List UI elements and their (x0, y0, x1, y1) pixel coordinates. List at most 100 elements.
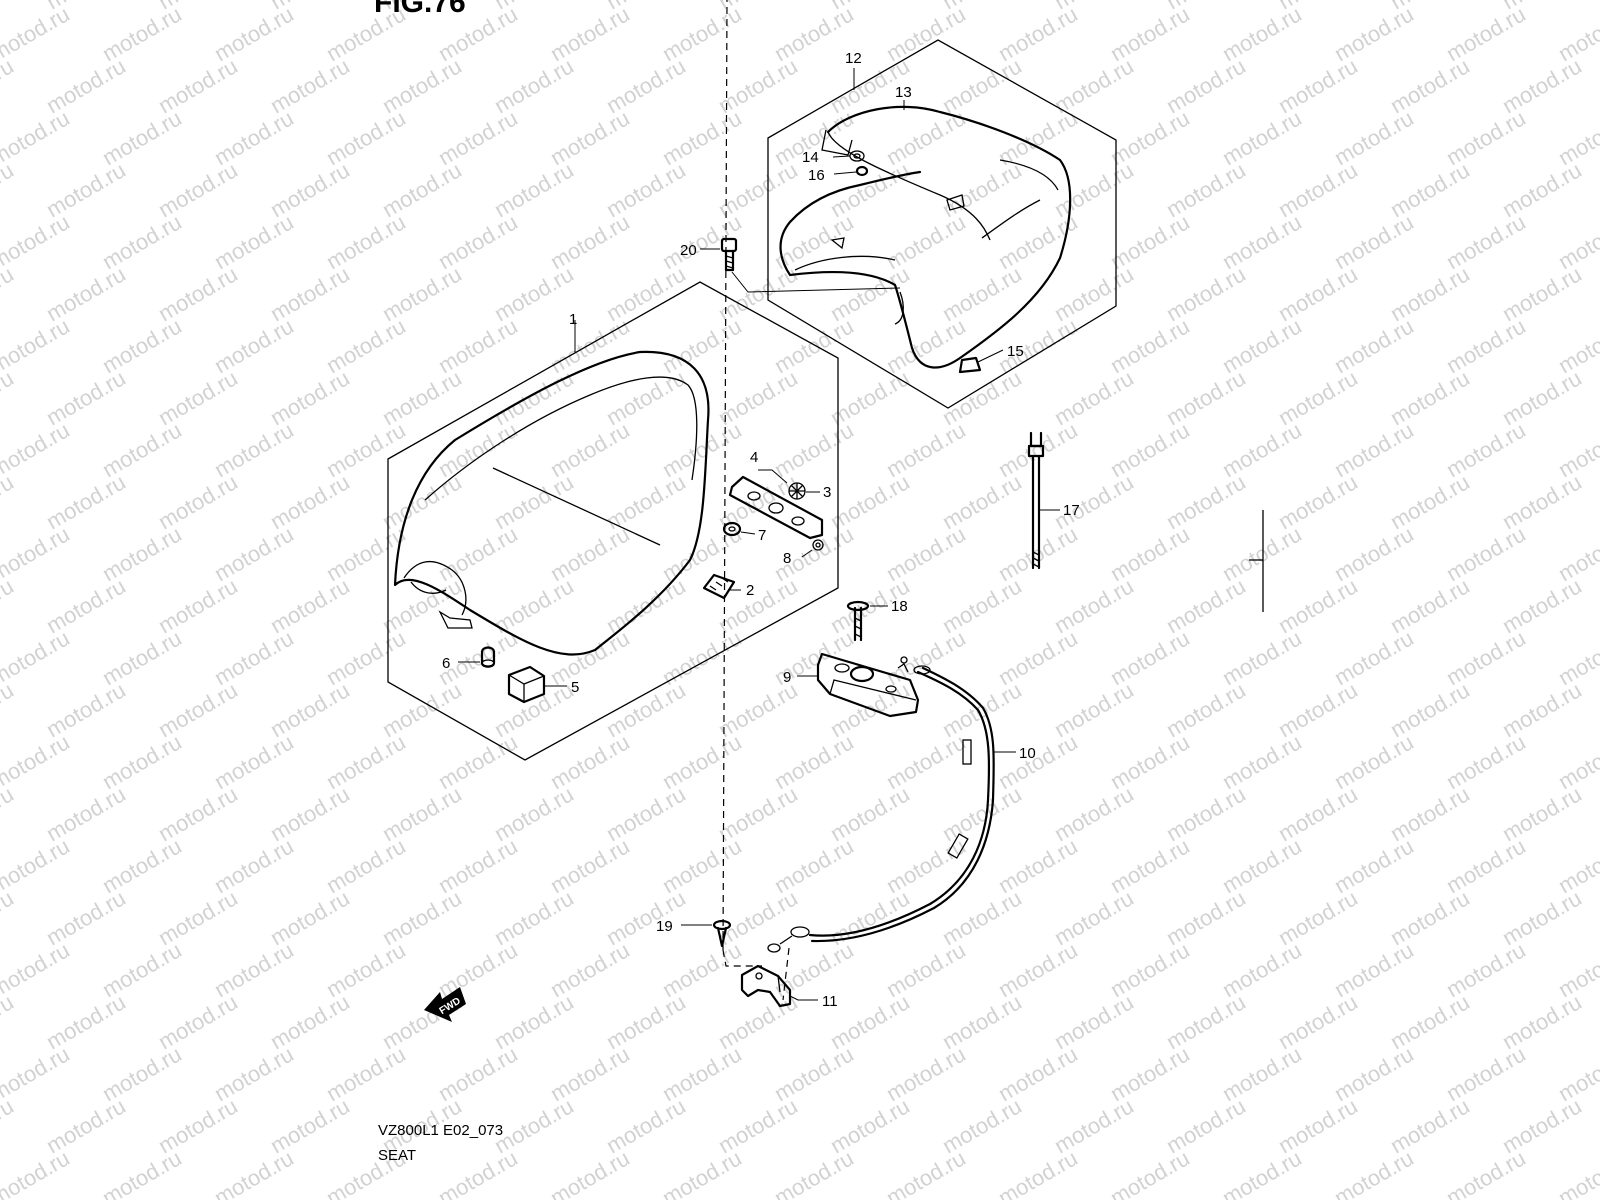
watermark-text: motod.ru (1554, 105, 1600, 170)
watermark-text: motod.ru (1106, 1145, 1194, 1200)
watermark-text: motod.ru (1218, 1145, 1306, 1200)
watermark-text: motod.ru (0, 729, 74, 794)
watermark-text: motod.ru (882, 1145, 970, 1200)
watermark-text: motod.ru (546, 1145, 634, 1200)
screw-19-dash (722, 0, 728, 951)
watermark-text: motod.ru (0, 365, 18, 430)
watermark-text: motod.ru (0, 1041, 74, 1106)
watermark-text: motod.ru (0, 0, 18, 14)
cable-dash (782, 947, 790, 1001)
watermark-text: motod.ru (0, 313, 74, 378)
watermark-text: motod.ru (1554, 1, 1600, 66)
watermark-text: motod.ru (1554, 521, 1600, 586)
callout-18: 18 (891, 598, 908, 615)
callout-9: 9 (783, 669, 791, 686)
watermark-text: motod.ru (1330, 1145, 1418, 1200)
section-name: SEAT (378, 1147, 417, 1164)
bolt-20-path (731, 271, 901, 293)
cushion-6 (480, 646, 496, 668)
bracket-11 (740, 964, 792, 1008)
nut-16 (855, 165, 869, 177)
watermark-text: motod.ru (1554, 1145, 1600, 1200)
screw-19 (712, 919, 732, 948)
grommet-3 (788, 482, 806, 500)
watermark-text: motod.ru (1442, 1145, 1530, 1200)
watermark-text: motod.ru (1554, 625, 1600, 690)
watermark-text: motod.ru (0, 937, 74, 1002)
watermark-text: motod.ru (0, 573, 18, 638)
washer-14 (849, 150, 865, 162)
seat-bracket (728, 475, 824, 540)
watermark-text: motod.ru (994, 1145, 1082, 1200)
watermark-text: motod.ru (0, 1, 74, 66)
screw-19-path (722, 949, 762, 967)
watermark-text: motod.ru (1554, 833, 1600, 898)
watermark-text: motod.ru (0, 677, 18, 742)
watermark-text: motod.ru (658, 1145, 746, 1200)
callout-12: 12 (845, 50, 862, 67)
leader-8 (801, 549, 813, 558)
watermark-text: motod.ru (1554, 313, 1600, 378)
callout-17: 17 (1063, 502, 1080, 519)
leader-16 (833, 171, 857, 175)
watermark-text: motod.ru (0, 261, 18, 326)
watermark-text: motod.ru (1554, 729, 1600, 794)
leader-4 (758, 469, 788, 484)
callout-8: 8 (783, 550, 791, 567)
callout-1: 1 (569, 311, 577, 328)
callout-20: 20 (680, 242, 697, 259)
model-code: VZ800L1 E02_073 (378, 1122, 504, 1139)
watermark-text: motod.ru (0, 781, 18, 846)
callout-19: 19 (656, 918, 673, 935)
main-seat (393, 350, 710, 656)
figure-title: FIG.76 (374, 0, 466, 19)
nut-7 (722, 521, 742, 537)
watermark-text: motod.ru (1554, 1041, 1600, 1106)
leader-7 (740, 531, 756, 535)
pillion-seat (779, 105, 1072, 369)
watermark-text: motod.ru (0, 885, 18, 950)
callout-13: 13 (895, 84, 912, 101)
watermark-text: motod.ru (1554, 937, 1600, 1002)
bolt-20 (720, 237, 738, 272)
watermark-text: motod.ru (0, 989, 18, 1054)
watermark-text: motod.ru (0, 157, 18, 222)
watermark-text: motod.ru (0, 209, 74, 274)
cable-10 (767, 665, 995, 953)
callout-16: 16 (808, 167, 825, 184)
watermark-text: motod.ru (0, 53, 18, 118)
watermark-text: motod.ru (0, 833, 74, 898)
watermark-text: motod.ru (0, 469, 18, 534)
screw-18 (846, 600, 870, 642)
callout-5: 5 (571, 679, 579, 696)
watermark-text: motod.ru (0, 521, 74, 586)
seat-lock-9 (816, 652, 920, 718)
callout-14: 14 (802, 149, 819, 166)
callout-7: 7 (758, 527, 766, 544)
leader-15 (977, 349, 1004, 363)
watermark-text: motod.ru (0, 1093, 18, 1158)
nut-8 (812, 539, 824, 551)
clip-2 (702, 573, 736, 600)
cushion-5 (507, 665, 546, 704)
watermark-text: motod.ru (98, 1145, 186, 1200)
watermark-text: motod.ru (434, 1145, 522, 1200)
callout-10: 10 (1019, 745, 1036, 762)
callout-4: 4 (750, 449, 758, 466)
watermark-text: motod.ru (0, 1145, 74, 1200)
watermark-text: motod.ru (210, 1145, 298, 1200)
callout-2: 2 (746, 582, 754, 599)
seat-assembly-outline (387, 281, 839, 761)
callout-6: 6 (442, 655, 450, 672)
pillion-assembly-outline (767, 39, 1117, 409)
cushion-15 (958, 356, 982, 374)
watermark-text: motod.ru (0, 417, 74, 482)
leader-14 (832, 155, 851, 158)
watermark-text: motod.ru (1554, 417, 1600, 482)
watermark-text: motod.ru (0, 625, 74, 690)
callout-15: 15 (1007, 343, 1024, 360)
watermark-text: motod.ru (1554, 209, 1600, 274)
watermark-text: motod.ru (0, 105, 74, 170)
